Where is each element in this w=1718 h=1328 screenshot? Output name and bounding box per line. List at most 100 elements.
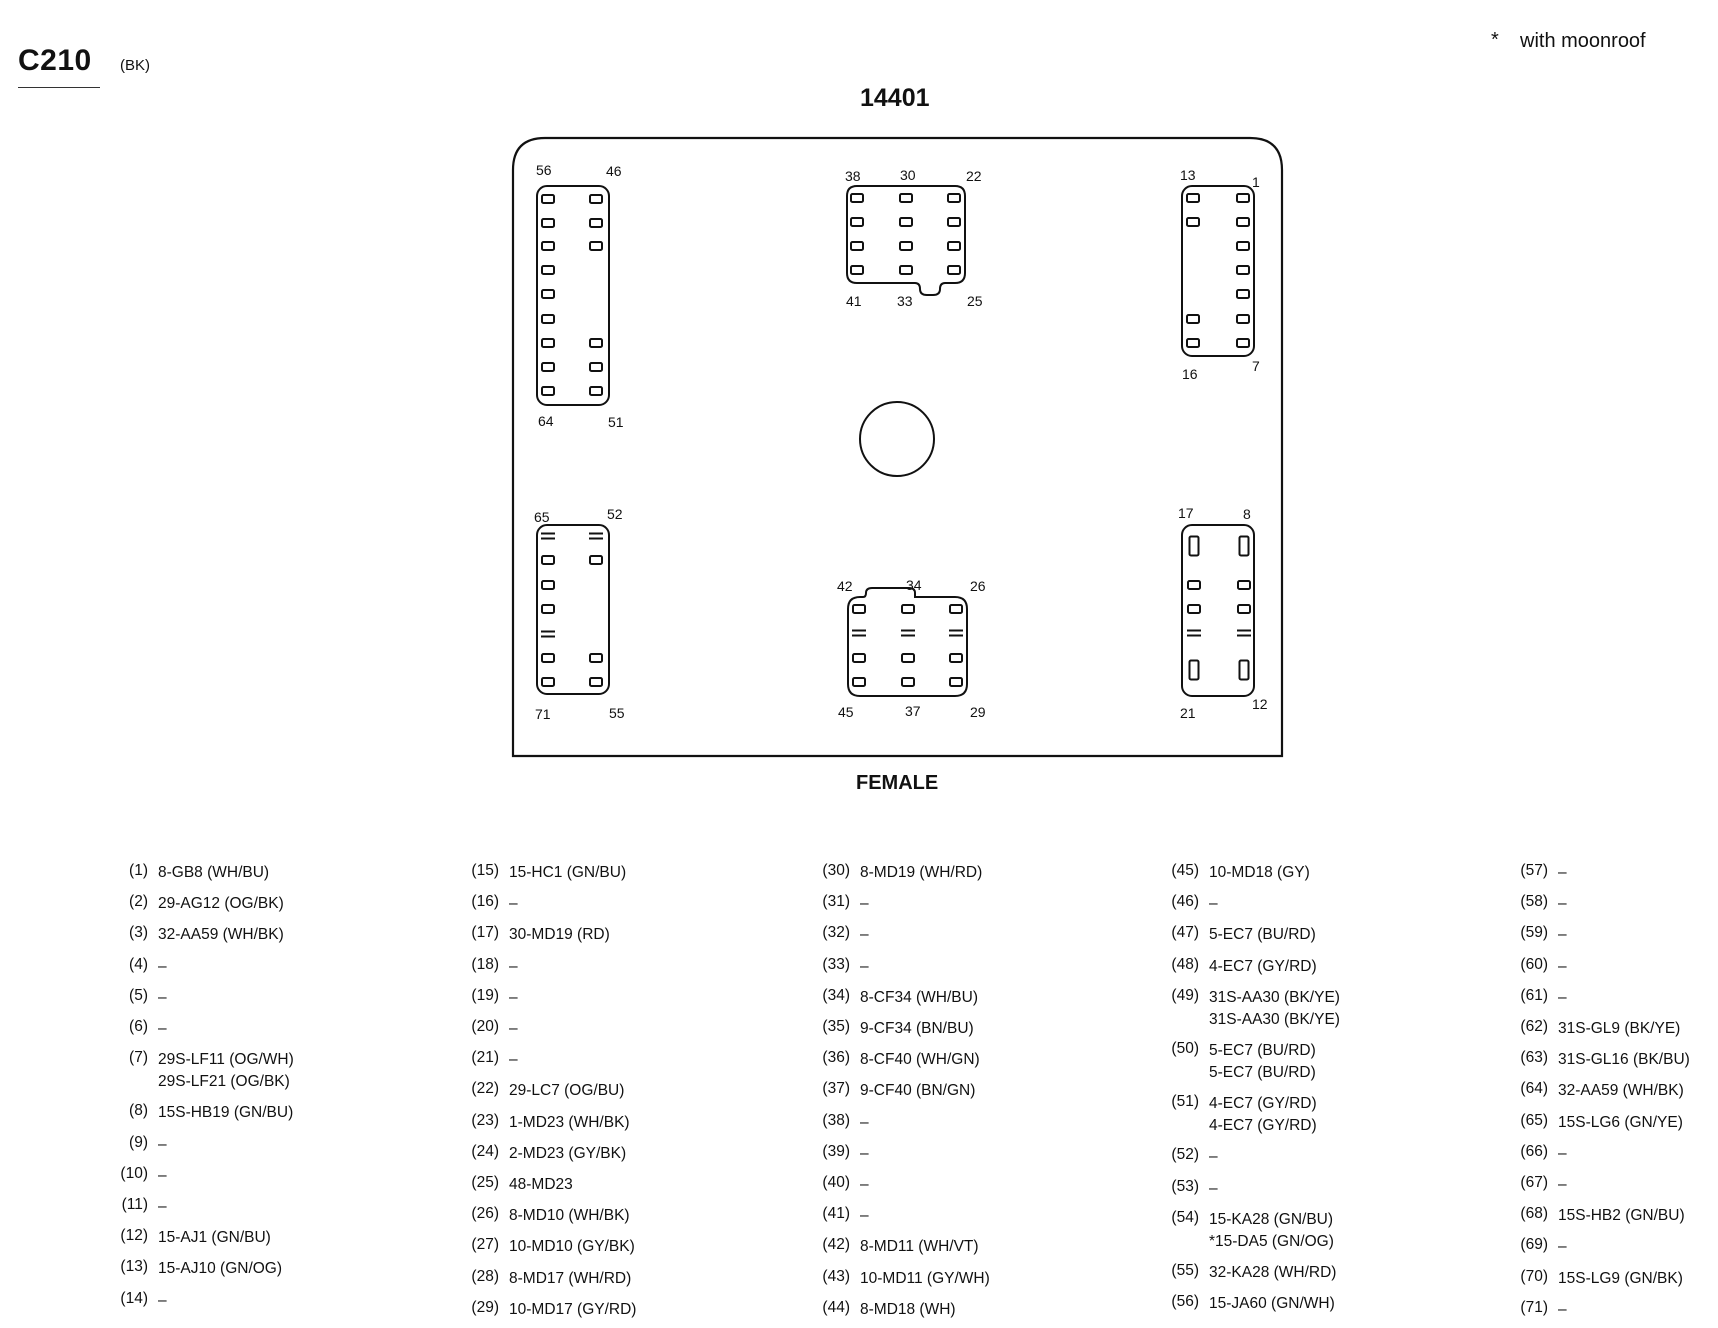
pin-circuit: – bbox=[1558, 1299, 1567, 1321]
circuit-code: 10-MD18 (GY) bbox=[1209, 864, 1310, 881]
terminal-cavity bbox=[949, 604, 963, 614]
pin-number: (71) bbox=[1520, 1298, 1548, 1316]
pin-number: (38) bbox=[822, 1111, 850, 1129]
terminal-cavities bbox=[541, 193, 1251, 687]
terminal-block-outline bbox=[1181, 185, 1255, 357]
cavity-label: 52 bbox=[607, 506, 623, 522]
pin-number: (1) bbox=[129, 862, 148, 879]
terminal-cavity bbox=[541, 338, 555, 348]
terminal-cavity bbox=[899, 265, 913, 275]
pin-number: (69) bbox=[1520, 1236, 1548, 1254]
pin-circuit: 32-AA59 (WH/BK) bbox=[1558, 1080, 1684, 1102]
circuit-code: 8-MD19 (WH/RD) bbox=[860, 864, 983, 881]
circuit-code: – bbox=[1558, 864, 1567, 881]
pin-number: (43) bbox=[822, 1267, 850, 1285]
cavity-label: 41 bbox=[846, 293, 862, 309]
terminal-cavity bbox=[947, 217, 961, 227]
circuit-code: *15-DA5 (GN/OG) bbox=[1209, 1232, 1334, 1250]
pin-number: (55) bbox=[1171, 1262, 1199, 1279]
pin-circuit: 10-MD17 (GY/RD) bbox=[509, 1299, 636, 1321]
pin-circuit: 2-MD23 (GY/BK) bbox=[509, 1143, 626, 1165]
terminal-block-outline bbox=[1181, 524, 1255, 697]
terminal-cavity bbox=[541, 677, 555, 687]
terminal-cavity bbox=[852, 677, 866, 687]
connector-id: C210 bbox=[18, 44, 92, 77]
pin-circuit: – bbox=[1558, 862, 1567, 884]
circuit-code: 29-LC7 (OG/BU) bbox=[509, 1082, 625, 1100]
circuit-code: – bbox=[1558, 988, 1567, 1006]
terminal-cavity bbox=[947, 265, 961, 275]
pin-number: (27) bbox=[471, 1236, 499, 1254]
cavity-label: 45 bbox=[838, 704, 854, 720]
pin-number: (9) bbox=[129, 1133, 148, 1151]
circuit-code: 10-MD10 (GY/BK) bbox=[509, 1238, 635, 1256]
cavity-label: 56 bbox=[536, 162, 552, 178]
circuit-code: 4-EC7 (GY/RD) bbox=[1209, 957, 1317, 975]
terminal-cavity bbox=[541, 580, 555, 590]
terminal-cavity bbox=[541, 653, 555, 663]
terminal-cavity bbox=[1237, 604, 1251, 614]
cavity-label: 25 bbox=[967, 293, 983, 309]
terminal-cavity bbox=[541, 194, 555, 204]
pin-circuit: 48-MD23 bbox=[509, 1174, 573, 1196]
pin-number: (23) bbox=[471, 1111, 499, 1129]
terminal-cavity bbox=[949, 653, 963, 663]
pin-number: (70) bbox=[1520, 1267, 1548, 1285]
cavity-label: 16 bbox=[1182, 366, 1198, 382]
terminal-cavity bbox=[541, 218, 555, 228]
pin-circuit: – bbox=[509, 1018, 518, 1040]
pin-circuit: 10-MD10 (GY/BK) bbox=[509, 1236, 635, 1258]
pin-number: (13) bbox=[120, 1258, 148, 1276]
circuit-code: 5-EC7 (BU/RD) bbox=[1209, 926, 1316, 944]
circuit-code: – bbox=[158, 1135, 167, 1153]
pin-number: (59) bbox=[1520, 924, 1548, 942]
pin-number: (8) bbox=[129, 1102, 148, 1120]
pin-number: (32) bbox=[822, 924, 850, 942]
pin-circuit: 8-MD19 (WH/RD) bbox=[860, 862, 982, 884]
cavity-label: 71 bbox=[535, 706, 551, 722]
circuit-code: 8-GB8 (WH/BU) bbox=[158, 864, 270, 881]
cavity-label: 12 bbox=[1252, 696, 1268, 712]
terminal-cavity bbox=[1238, 535, 1250, 557]
pin-circuit: 15-HC1 (GN/BU) bbox=[509, 862, 626, 884]
terminal-cavity bbox=[850, 265, 864, 275]
circuit-code: 8-MD11 (WH/VT) bbox=[860, 1238, 979, 1256]
pin-number: (50) bbox=[1171, 1040, 1199, 1057]
cavity-label: 17 bbox=[1178, 505, 1194, 521]
pin-number: (65) bbox=[1520, 1111, 1548, 1129]
pin-circuit: – bbox=[509, 893, 518, 915]
circuit-code: 8-MD17 (WH/RD) bbox=[509, 1269, 632, 1287]
cavity-label: 46 bbox=[606, 163, 622, 179]
terminal-cavity bbox=[589, 194, 603, 204]
pin-number: (11) bbox=[121, 1196, 148, 1213]
pin-number: (34) bbox=[822, 986, 850, 1004]
circuit-code: 9-CF34 (BN/BU) bbox=[860, 1020, 974, 1037]
cavity-label: 7 bbox=[1252, 358, 1260, 374]
pin-number: (25) bbox=[471, 1174, 499, 1191]
circuit-code: 8-MD18 (WH) bbox=[860, 1300, 956, 1318]
pin-circuit: – bbox=[1558, 893, 1567, 915]
pin-circuit: 9-CF40 (BN/GN) bbox=[860, 1080, 975, 1102]
circuit-code: – bbox=[1558, 957, 1567, 975]
pin-circuit: – bbox=[158, 1165, 167, 1187]
terminal-cavity bbox=[850, 241, 864, 251]
pin-number: (49) bbox=[1171, 986, 1199, 1004]
pin-circuit: 10-MD11 (GY/WH) bbox=[860, 1268, 990, 1290]
terminal-cavity bbox=[1237, 580, 1251, 590]
circuit-code: 1-MD23 (WH/BK) bbox=[509, 1113, 630, 1131]
terminal-cavity bbox=[1186, 338, 1200, 348]
cavity-label: 26 bbox=[970, 578, 986, 594]
pin-number: (26) bbox=[471, 1205, 499, 1223]
terminal-cavity bbox=[1236, 289, 1250, 299]
cavity-label: 13 bbox=[1180, 167, 1196, 183]
terminal-cavity bbox=[541, 289, 555, 299]
circuit-code: – bbox=[860, 1144, 869, 1162]
pin-circuit: 15-AJ10 (GN/OG) bbox=[158, 1258, 282, 1280]
circuit-code: 31S-AA30 (BK/YE) bbox=[1209, 1010, 1340, 1028]
terminal-cavity bbox=[899, 193, 913, 203]
pin-number: (36) bbox=[822, 1049, 850, 1067]
circuit-code: 4-EC7 (GY/RD) bbox=[1209, 1117, 1317, 1135]
circuit-code: 5-EC7 (BU/RD) bbox=[1209, 1042, 1316, 1059]
terminal-cavity bbox=[589, 338, 603, 348]
terminal-cavity bbox=[1236, 193, 1250, 203]
